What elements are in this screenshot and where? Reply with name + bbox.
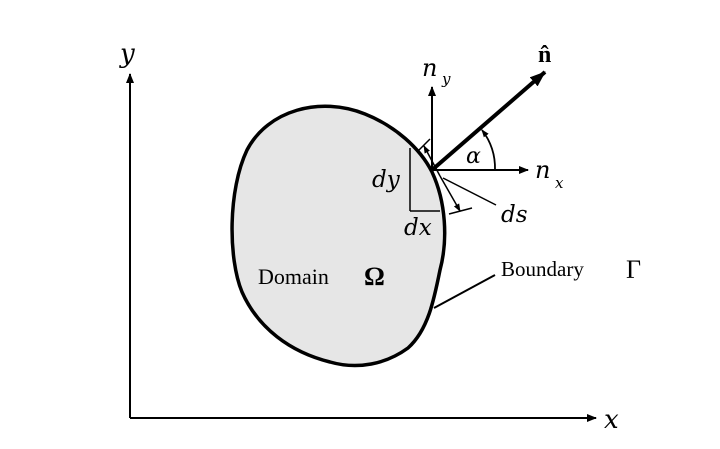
y-axis-label: y	[119, 39, 135, 69]
ds-tick-top	[417, 138, 431, 152]
domain-label: Domain	[258, 264, 329, 289]
normal-vector-label: n̂	[538, 42, 551, 68]
ds-leader-line	[442, 177, 497, 206]
dy-label: dy	[372, 167, 401, 193]
alpha-label: α	[466, 144, 481, 169]
x-axis-label: x	[604, 405, 619, 435]
domain-region	[230, 104, 447, 368]
boundary-symbol: Γ	[626, 255, 641, 284]
boundary-label: Boundary	[501, 257, 584, 281]
ds-label: ds	[501, 202, 528, 228]
alpha-angle-arc	[481, 129, 496, 171]
boundary-leader-line	[433, 274, 496, 309]
nx-subscript: x	[555, 174, 564, 192]
dx-label: dx	[404, 215, 432, 241]
nx-label: n	[535, 156, 550, 184]
ny-label: n	[422, 54, 437, 82]
normal-vector-arrow	[430, 70, 547, 172]
ny-subscript: y	[441, 70, 451, 88]
ds-tick-bottom	[448, 207, 473, 215]
ds-dimension-arrow-up	[423, 145, 441, 177]
domain-symbol: Ω	[364, 262, 385, 291]
ds-dimension-arrow-down	[439, 175, 461, 212]
